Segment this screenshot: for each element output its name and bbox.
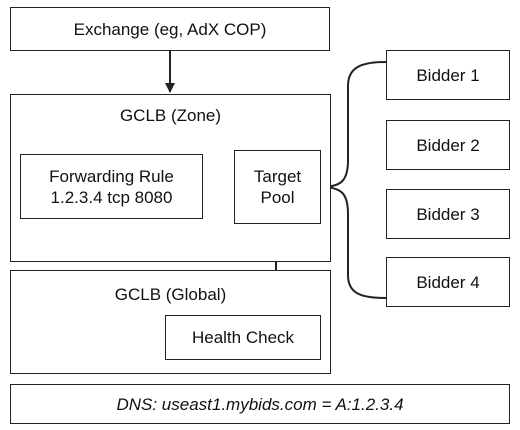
bidder-1-label: Bidder 1 bbox=[416, 65, 480, 85]
health-check-box bbox=[165, 315, 321, 360]
forwarding-rule-name: Forwarding Rule bbox=[49, 166, 174, 186]
target-pool-line1: Target bbox=[253, 167, 302, 186]
forwarding-rule-address: 1.2.3.4 tcp 8080 bbox=[50, 187, 173, 207]
target-pool-line2: Pool bbox=[260, 188, 295, 207]
brace-pool-to-bidders bbox=[320, 61, 387, 188]
gclb-global-title: GCLB (Global) bbox=[114, 284, 227, 304]
health-check-label: Health Check bbox=[191, 328, 295, 347]
bidder-4-box bbox=[386, 257, 510, 307]
forwarding-rule-label: Forwarding Rule 1.2.3.4 tcp 8080 bbox=[20, 154, 203, 219]
dns-box bbox=[10, 384, 510, 424]
forwarding-rule-box bbox=[20, 154, 203, 219]
brace-pool-to-bidders-lower bbox=[320, 186, 387, 299]
target-pool-box bbox=[234, 150, 321, 224]
exchange-box bbox=[10, 7, 330, 51]
bidder-2-box bbox=[386, 120, 510, 170]
target-pool-label: Target Pool bbox=[234, 150, 321, 224]
bidder-1-box bbox=[386, 50, 510, 100]
bidder-2-label: Bidder 2 bbox=[416, 135, 480, 155]
exchange-label: Exchange (eg, AdX COP) bbox=[73, 19, 267, 39]
bidder-3-box bbox=[386, 189, 510, 239]
bidder-4-label: Bidder 4 bbox=[416, 272, 480, 292]
dns-label: DNS: useast1.mybids.com = A:1.2.3.4 bbox=[116, 394, 404, 414]
bidder-3-label: Bidder 3 bbox=[416, 204, 480, 224]
gclb-zone-title: GCLB (Zone) bbox=[119, 105, 222, 125]
